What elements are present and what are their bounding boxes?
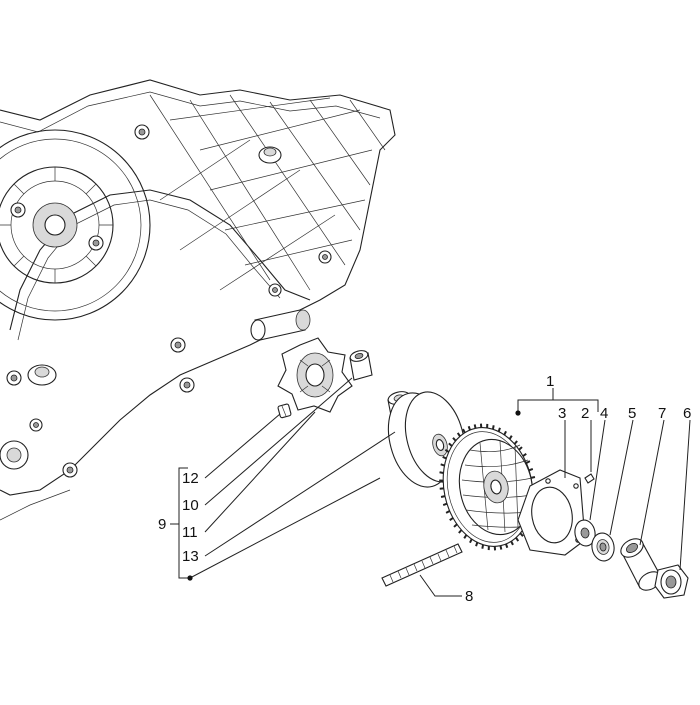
gear-tooth bbox=[464, 535, 466, 538]
callout-12: 12 bbox=[182, 470, 199, 487]
callout-4: 4 bbox=[600, 405, 608, 422]
gear-tooth bbox=[506, 544, 507, 548]
part-2-pin bbox=[585, 474, 594, 483]
callout-13: 13 bbox=[182, 548, 199, 565]
part-10-bushing bbox=[349, 349, 372, 380]
part-6-nut bbox=[655, 565, 688, 598]
gear-tooth bbox=[475, 424, 476, 428]
part-12-roller bbox=[278, 404, 292, 418]
gear-tooth bbox=[493, 425, 494, 429]
gear-tooth bbox=[504, 431, 506, 435]
gear-tooth bbox=[510, 436, 512, 439]
gear-tooth bbox=[499, 428, 500, 432]
crankcase-housing bbox=[0, 80, 395, 520]
gear-tooth bbox=[441, 496, 445, 497]
gear-tooth bbox=[450, 518, 453, 520]
gear-tooth bbox=[469, 426, 470, 430]
callout-6: 6 bbox=[683, 405, 691, 422]
callout-9: 9 bbox=[158, 516, 166, 533]
gear-tooth bbox=[500, 546, 501, 550]
callout-7: 7 bbox=[658, 405, 666, 422]
gear-tooth bbox=[476, 542, 477, 546]
gear-tooth bbox=[459, 530, 462, 533]
part-8-belt bbox=[382, 544, 462, 586]
gear-tooth bbox=[516, 538, 518, 541]
gear-tooth bbox=[463, 429, 465, 433]
gear-tooth bbox=[511, 541, 513, 545]
callout-8: 8 bbox=[465, 588, 473, 605]
gear-tooth bbox=[523, 454, 526, 456]
gear-tooth bbox=[526, 461, 530, 463]
gear-tooth bbox=[520, 533, 523, 536]
gear-tooth bbox=[515, 441, 518, 444]
part-11-ramp-plate bbox=[278, 338, 352, 412]
gear-tooth bbox=[470, 539, 472, 543]
callout-1: 1 bbox=[546, 373, 554, 390]
callout-10: 10 bbox=[182, 497, 199, 514]
callout-5: 5 bbox=[628, 405, 636, 422]
callout-11: 11 bbox=[182, 524, 198, 541]
gear-tooth bbox=[446, 511, 450, 513]
callout-3: 3 bbox=[558, 405, 566, 422]
gear-tooth bbox=[454, 524, 457, 527]
gear-tooth bbox=[482, 545, 483, 549]
callout-2: 2 bbox=[581, 405, 589, 422]
gear-tooth bbox=[440, 472, 444, 473]
bolt-holes bbox=[7, 125, 331, 477]
gear-tooth bbox=[443, 504, 447, 505]
gear-tooth bbox=[529, 469, 533, 470]
gear-tooth bbox=[519, 447, 522, 450]
gear-tooth bbox=[441, 464, 445, 465]
